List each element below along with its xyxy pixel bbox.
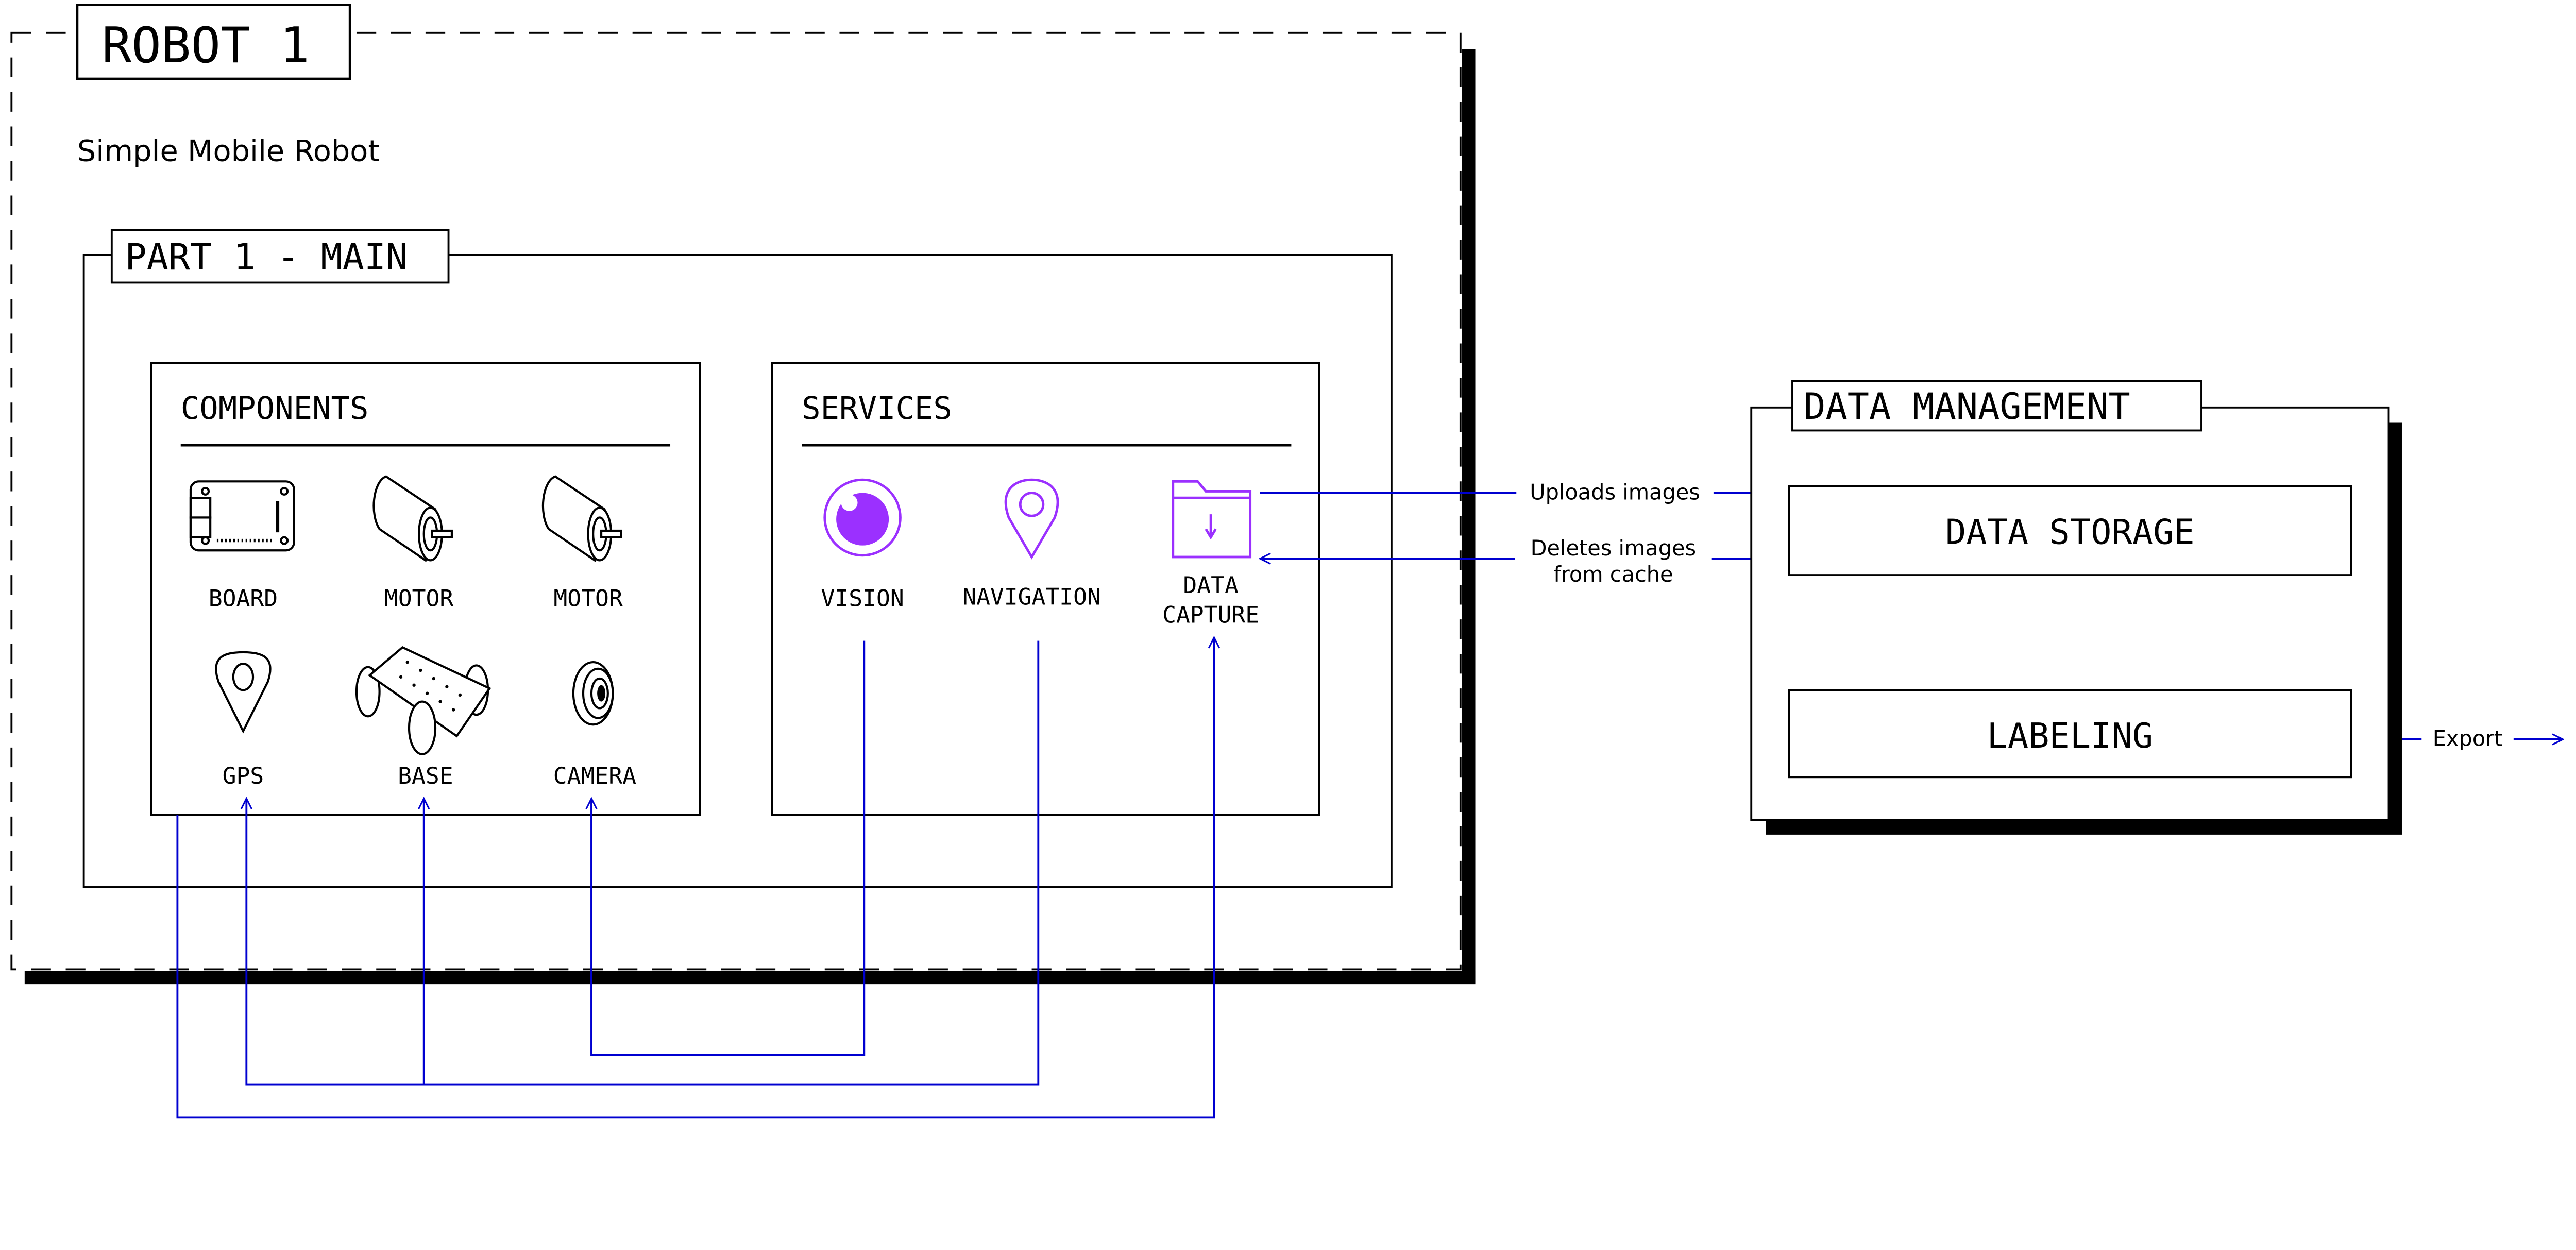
part-frame xyxy=(82,254,1393,888)
components-title: COMPONENTS xyxy=(181,391,369,427)
gps-pin-icon xyxy=(215,651,272,734)
eye-icon xyxy=(823,478,902,557)
robot-title-box xyxy=(76,4,351,80)
component-label-motor-2: MOTOR xyxy=(553,585,622,612)
board-icon xyxy=(189,480,295,552)
labeling-box xyxy=(1788,689,2352,779)
service-label-data: DATA xyxy=(1183,572,1239,599)
edge-label-export: Export xyxy=(2433,727,2503,751)
component-label-gps: GPS xyxy=(223,763,264,789)
location-pin-icon xyxy=(1004,478,1059,560)
robot-subtitle: Simple Mobile Robot xyxy=(77,134,380,168)
edge-label-deletes-1: Deletes images xyxy=(1531,536,1697,561)
data-storage-label: DATA STORAGE xyxy=(1945,512,2195,552)
component-label-camera: CAMERA xyxy=(553,763,636,789)
connector-vision-to-camera xyxy=(591,640,866,1056)
folder-download-icon xyxy=(1172,480,1252,559)
component-label-motor-1: MOTOR xyxy=(384,585,453,612)
architecture-diagram: ROBOT 1 Simple Mobile Robot PART 1 - MAI… xyxy=(10,4,2576,1119)
rover-base-icon xyxy=(355,646,492,755)
robot-title: ROBOT 1 xyxy=(102,16,310,74)
edge-label-deletes-2: from cache xyxy=(1553,562,1673,587)
robot-frame xyxy=(10,31,1476,985)
data-storage-box xyxy=(1788,485,2352,576)
data-management-title-box xyxy=(1791,380,2202,432)
component-label-base: BASE xyxy=(398,763,453,789)
motor-icon xyxy=(541,475,622,562)
labeling-label: LABELING xyxy=(1987,716,2153,756)
part-title: PART 1 - MAIN xyxy=(125,236,408,278)
component-label-board: BOARD xyxy=(209,585,278,612)
service-label-vision: VISION xyxy=(821,585,904,612)
part-title-box xyxy=(110,229,450,284)
connector-components-to-data-capture xyxy=(176,637,1214,1119)
connector-navigation-to-gps xyxy=(246,640,1040,1086)
services-title: SERVICES xyxy=(802,391,952,427)
edge-label-uploads: Uploads images xyxy=(1530,480,1700,504)
camera-icon xyxy=(572,661,614,726)
motor-icon xyxy=(372,475,453,562)
service-label-capture: CAPTURE xyxy=(1162,602,1259,629)
service-label-navigation: NAVIGATION xyxy=(962,583,1101,610)
data-management-title: DATA MANAGEMENT xyxy=(1804,385,2130,428)
